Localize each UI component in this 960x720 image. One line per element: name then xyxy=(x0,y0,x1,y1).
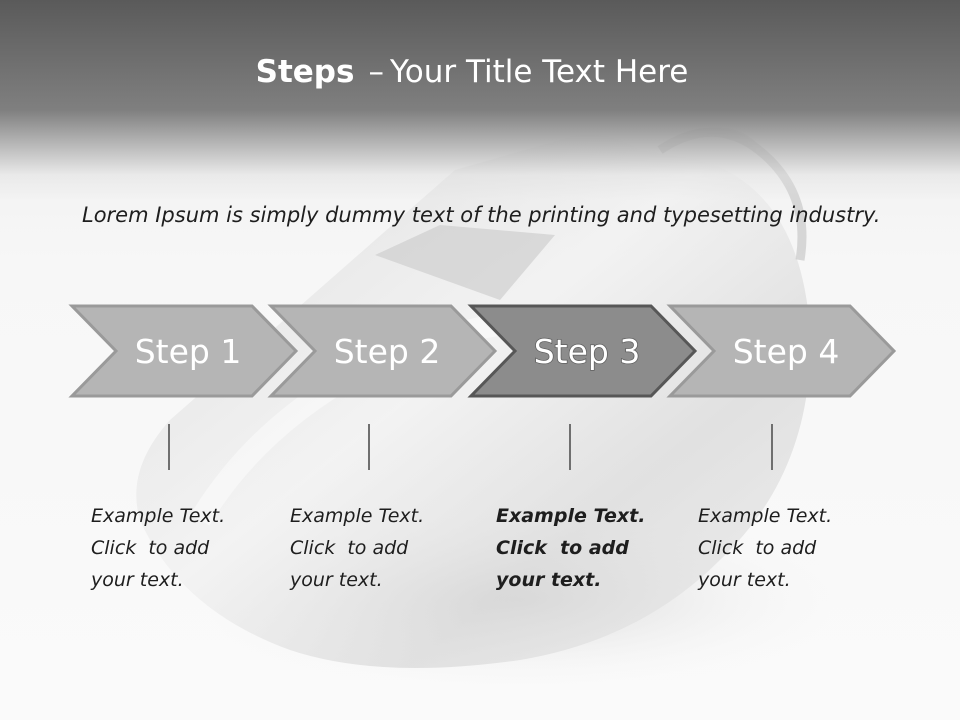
step-3-line-1: Example Text. xyxy=(496,505,646,527)
step-2-description[interactable]: Example Text. Click to add your text. xyxy=(290,500,470,596)
slide-title: Steps–Your Title Text Here xyxy=(0,54,944,90)
step-chevron-4[interactable]: Step 4 xyxy=(666,304,897,398)
title-band xyxy=(0,0,960,200)
step-4-divider xyxy=(771,424,773,470)
step-chevron-1-shape xyxy=(68,304,299,398)
step-3-divider xyxy=(569,424,571,470)
step-4-line-2: Click to add xyxy=(698,537,817,559)
step-1-description[interactable]: Example Text. Click to add your text. xyxy=(91,500,271,596)
step-3-line-2: Click to add xyxy=(496,537,629,559)
step-chevron-3-label: Step 3 xyxy=(534,332,641,371)
step-3-description[interactable]: Example Text. Click to add your text. xyxy=(496,500,676,596)
step-2-line-2: Click to add xyxy=(290,537,409,559)
step-chevron-1[interactable]: Step 1 xyxy=(68,304,299,398)
title-separator: – xyxy=(368,54,384,90)
step-chevron-4-label: Step 4 xyxy=(733,332,840,371)
title-bold-part: Steps xyxy=(255,54,355,90)
intro-text: Lorem Ipsum is simply dummy text of the … xyxy=(82,203,881,227)
step-chevron-1-label: Step 1 xyxy=(135,332,242,371)
step-chevron-2-shape xyxy=(267,304,498,398)
step-chevron-3-shape xyxy=(467,304,698,398)
step-1-line-3: your text. xyxy=(91,569,184,591)
step-chevron-4-shape xyxy=(666,304,897,398)
step-2-divider xyxy=(368,424,370,470)
step-1-line-1: Example Text. xyxy=(91,505,226,527)
step-4-description[interactable]: Example Text. Click to add your text. xyxy=(698,500,878,596)
step-chevron-2[interactable]: Step 2 xyxy=(267,304,498,398)
title-text: Your Title Text Here xyxy=(389,54,689,90)
step-4-line-3: your text. xyxy=(698,569,791,591)
step-1-divider xyxy=(168,424,170,470)
step-2-line-3: your text. xyxy=(290,569,383,591)
step-3-line-3: your text. xyxy=(496,569,602,591)
step-2-line-1: Example Text. xyxy=(290,505,425,527)
step-chevron-2-label: Step 2 xyxy=(334,332,441,371)
step-4-line-1: Example Text. xyxy=(698,505,833,527)
step-chevron-3[interactable]: Step 3 xyxy=(467,304,698,398)
step-1-line-2: Click to add xyxy=(91,537,210,559)
